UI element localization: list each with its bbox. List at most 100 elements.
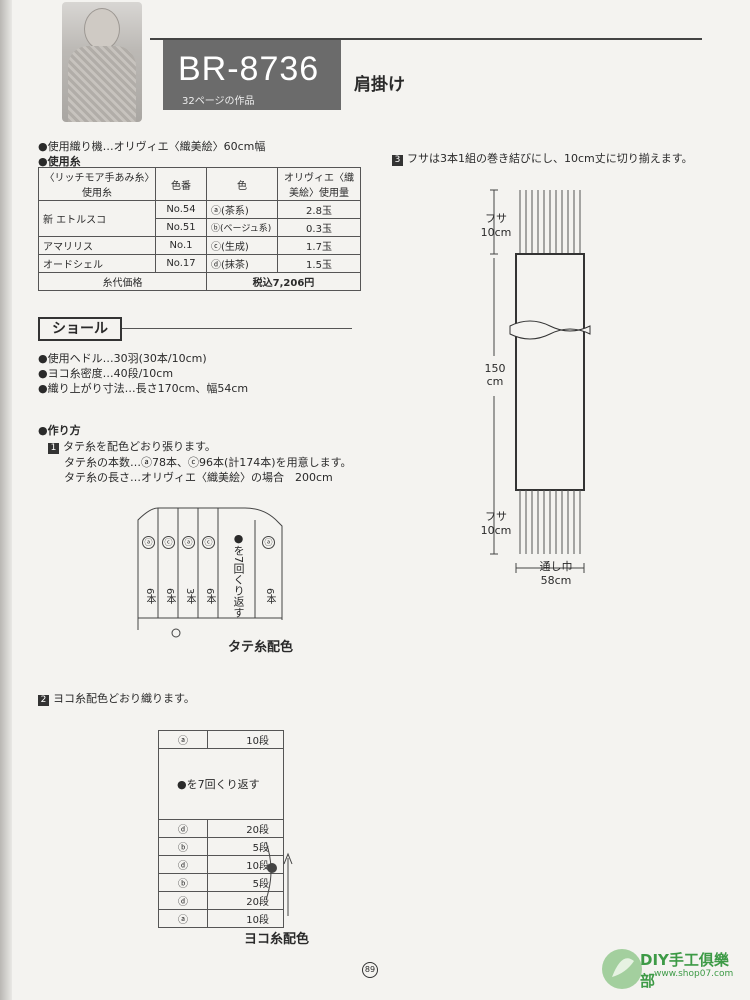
price-label: 糸代価格: [38, 272, 207, 291]
yarn-amount: 1.7玉: [277, 236, 361, 255]
yarn-name: 新 エトルスコ: [38, 200, 156, 237]
model-photo: [62, 2, 142, 122]
yarn-color: ⓑ(ベージュ系): [206, 218, 278, 237]
watermark-logo: DIY手工俱樂部 www.shop07.com: [600, 945, 740, 995]
weft-letter: ⓑ: [158, 873, 208, 892]
weft-letter: ⓓ: [158, 855, 208, 874]
step-3-text: フサは3本1組の巻き結びにし、10cm丈に切り揃えます。: [407, 152, 693, 165]
heddle-spec: ●使用ヘドル…30羽(30本/10cm): [38, 352, 207, 365]
yarn-name: アマリリス: [38, 236, 156, 255]
width-value: 58cm: [540, 574, 572, 587]
warp-col-4-letter: ⓒ: [202, 536, 215, 549]
header-rule: [150, 38, 702, 40]
yarn-table: 〈リッチモア手あみ糸〉使用糸 色番 色 オリヴィエ〈織美絵〉使用量 新 エトルス…: [38, 167, 361, 291]
weft-rows: 10段: [207, 730, 284, 749]
price-value: 税込7,206円: [206, 272, 361, 291]
fringe-top-label: フサ 10cm: [478, 210, 514, 239]
page-binding: [0, 0, 12, 1000]
warp-col-2-letter: ⓒ: [162, 536, 175, 549]
header-code-box: [163, 40, 341, 110]
pattern-code: BR-8736: [178, 50, 320, 88]
yarn-amount: 1.5玉: [277, 254, 361, 273]
model-body: [68, 46, 136, 122]
leaf-icon: [602, 949, 642, 989]
yarn-header-amount: オリヴィエ〈織美絵〉使用量: [277, 167, 361, 201]
weft-repeat-row: ●を7回くり返す: [158, 748, 284, 820]
warp-outline: [137, 507, 283, 638]
yarn-row: 新 エトルスコ No.54 ⓐ(茶系) 2.8玉: [38, 200, 361, 237]
pattern-subtitle: 32ページの作品: [182, 96, 255, 107]
warp-col-3-count: 3本: [184, 588, 195, 605]
length-number: 150: [484, 362, 506, 375]
yarn-amount: 2.8玉: [277, 200, 361, 219]
weft-arrow: [265, 841, 293, 916]
warp-col-2-count: 6本: [164, 588, 175, 605]
fringe-bottom-label: フサ 10cm: [478, 508, 514, 537]
yarn-price-row: 糸代価格 税込7,206円: [38, 272, 361, 291]
yarn-num: No.51: [155, 218, 207, 237]
step-3-number: 3: [392, 155, 403, 166]
yarn-header-color: 色: [206, 167, 278, 201]
warp-last-letter: ⓐ: [262, 536, 275, 549]
logo-text: DIY手工俱樂部: [640, 951, 729, 990]
section-rule: [122, 328, 352, 329]
fringe-label: フサ: [485, 212, 507, 225]
fringe-length: 10cm: [480, 226, 512, 239]
yarn-heading: ●使用糸: [38, 155, 81, 168]
pattern-title: 肩掛け: [354, 75, 405, 95]
width-label: 通し巾 58cm: [526, 558, 586, 587]
logo-url: www.shop07.com: [654, 969, 734, 979]
yarn-color: ⓐ(茶系): [206, 200, 278, 219]
fringe-label: フサ: [485, 510, 507, 523]
size-spec: ●織り上がり寸法…長さ170cm、幅54cm: [38, 382, 249, 395]
weft-caption: ヨコ糸配色: [244, 932, 310, 947]
howto-heading: ●作り方: [38, 424, 81, 437]
step-1-number: 1: [48, 443, 59, 454]
warp-last-count: 6本: [264, 588, 275, 605]
warp-col-1-letter: ⓐ: [142, 536, 155, 549]
step-2-text: ヨコ糸配色どおり織ります。: [53, 692, 195, 705]
shawl-label: ショール: [38, 317, 122, 341]
warp-col-3-letter: ⓐ: [182, 536, 195, 549]
yarn-amount: 0.3玉: [277, 218, 361, 237]
width-text: 通し巾: [539, 560, 573, 573]
warp-caption: タテ糸配色: [228, 640, 294, 655]
page-number: 89: [362, 962, 378, 978]
length-unit: cm: [486, 375, 504, 388]
weft-letter: ⓓ: [158, 819, 208, 838]
weft-letter: ⓐ: [158, 909, 208, 928]
yarn-table-wrap: 〈リッチモア手あみ糸〉使用糸 色番 色 オリヴィエ〈織美絵〉使用量 新 エトルス…: [38, 167, 361, 291]
yarn-row: オードシェル No.17 ⓓ(抹茶) 1.5玉: [38, 254, 361, 273]
yarn-name: オードシェル: [38, 254, 156, 273]
yarn-color: ⓓ(抹茶): [206, 254, 278, 273]
weft-row-top: ⓐ 10段: [158, 730, 284, 749]
weft-letter: ⓐ: [158, 730, 208, 749]
weft-rows: 10段: [207, 909, 284, 928]
warp-diagram: ⓐ ⓒ ⓐ ⓒ ⓐ 6本 6本 3本 6本 ●を7回くり返す 6本: [130, 500, 290, 640]
step-2-number: 2: [38, 695, 49, 706]
yarn-header-num: 色番: [155, 167, 207, 201]
weft-letter: ⓓ: [158, 891, 208, 910]
weft-rows: 20段: [207, 891, 284, 910]
yarn-num: No.54: [155, 200, 207, 219]
shawl-schematic: [490, 189, 591, 573]
fringe-length: 10cm: [480, 524, 512, 537]
warp-col-1-count: 6本: [144, 588, 155, 605]
model-head: [84, 8, 120, 50]
step-1-line-2: タテ糸の本数…ⓐ78本、ⓒ96本(計174本)を用意します。: [64, 456, 352, 469]
yarn-color: ⓒ(生成): [206, 236, 278, 255]
weft-repeat-text: ●を7回くり返す: [158, 748, 284, 820]
warp-col-4-count: 6本: [204, 588, 215, 605]
warp-repeat-text: ●を7回くり返す: [232, 532, 245, 618]
step-2: 2 ヨコ糸配色どおり織ります。: [38, 690, 195, 706]
length-label: 150 cm: [480, 362, 510, 388]
yarn-row: アマリリス No.1 ⓒ(生成) 1.7玉: [38, 236, 361, 255]
step-3: 3 フサは3本1組の巻き結びにし、10cm丈に切り揃えます。: [392, 150, 693, 166]
yarn-header-name: 〈リッチモア手あみ糸〉使用糸: [38, 167, 156, 201]
density-spec: ●ヨコ糸密度…40段/10cm: [38, 367, 174, 380]
weft-letter: ⓑ: [158, 837, 208, 856]
